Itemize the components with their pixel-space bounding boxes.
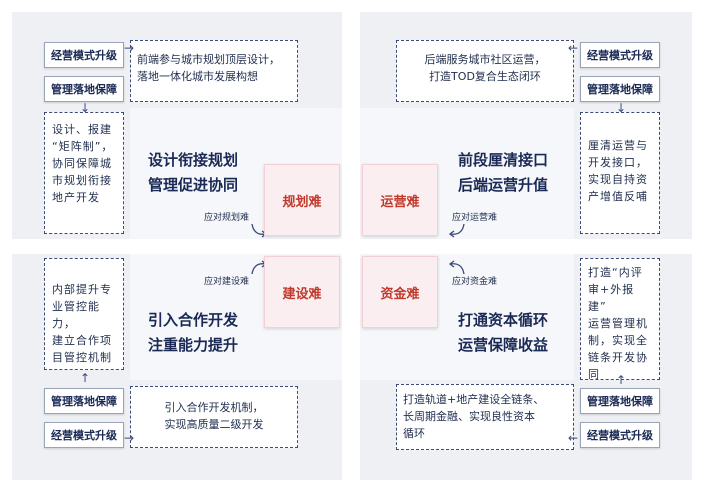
- response-label-bl: 应对建设难: [204, 277, 250, 287]
- arrow-left-icon: ←: [568, 431, 579, 445]
- title-br: 打通资本循环 运营保障收益: [458, 311, 549, 354]
- desc-box-br: 打造轨道+地产建设全链条、 长周期金融、实现良性资本 循环: [396, 384, 574, 450]
- response-label-tr: 应对运营难: [452, 213, 498, 223]
- title-tr: 前段厘清接口 后端运营升值: [458, 151, 549, 194]
- arrow-left-icon: ←: [568, 41, 579, 55]
- arrow-right-icon: →: [124, 431, 135, 445]
- difficulty-planning: 规划难: [264, 164, 340, 236]
- arrow-down-icon: ↓: [616, 101, 627, 115]
- side-box-br: 打造“内评 审+外报建” 运营管理机 制，实现全 链条开发协 同: [580, 258, 660, 381]
- mode-upgrade-tag-br: 经营模式升级: [580, 422, 660, 448]
- curved-arrow-icon: [448, 260, 465, 275]
- difficulty-funding: 资金难: [362, 256, 438, 328]
- response-label-tl: 应对规划难: [204, 213, 250, 223]
- mode-upgrade-tag-tr: 经营模式升级: [580, 42, 660, 68]
- management-guarantee-tag-br: 管理落地保障: [580, 388, 660, 414]
- desc-box-bl: 引入合作开发机制， 实现高质量二级开发: [130, 386, 298, 448]
- management-guarantee-tag-tr: 管理落地保障: [580, 76, 660, 102]
- side-box-tl: 设计、报建 “矩阵制”， 协同保障城 市规划衔接 地产开发: [44, 112, 124, 234]
- desc-box-tl: 前端参与城市规划顶层设计， 落地一体化城市发展构想: [130, 40, 298, 102]
- difficulty-construction: 建设难: [264, 256, 340, 328]
- side-box-tr: 厘清运营与 开发接口， 实现自持资 产增值反哺: [580, 112, 660, 234]
- mode-upgrade-tag-bl: 经营模式升级: [44, 422, 124, 448]
- response-label-br: 应对资金难: [452, 277, 498, 287]
- arrow-right-icon: →: [124, 41, 135, 55]
- difficulty-operation: 运营难: [362, 164, 438, 236]
- mode-upgrade-tag-tl: 经营模式升级: [44, 42, 124, 68]
- arrow-up-icon: ↑: [80, 371, 91, 385]
- management-guarantee-tag-tl: 管理落地保障: [44, 76, 124, 102]
- side-box-bl: 内部提升专 业管控能力， 建立合作项 目管控机制: [44, 258, 124, 370]
- desc-box-tr: 后端服务城市社区运营， 打造TOD复合生态闭环: [396, 40, 574, 102]
- management-guarantee-tag-bl: 管理落地保障: [44, 388, 124, 414]
- arrow-up-icon: ↑: [616, 373, 627, 387]
- title-tl: 设计衔接规划 管理促进协同: [148, 151, 239, 194]
- arrow-down-icon: ↓: [80, 101, 91, 115]
- title-bl: 引入合作开发 注重能力提升: [148, 311, 239, 354]
- curved-arrow-icon: [448, 223, 465, 238]
